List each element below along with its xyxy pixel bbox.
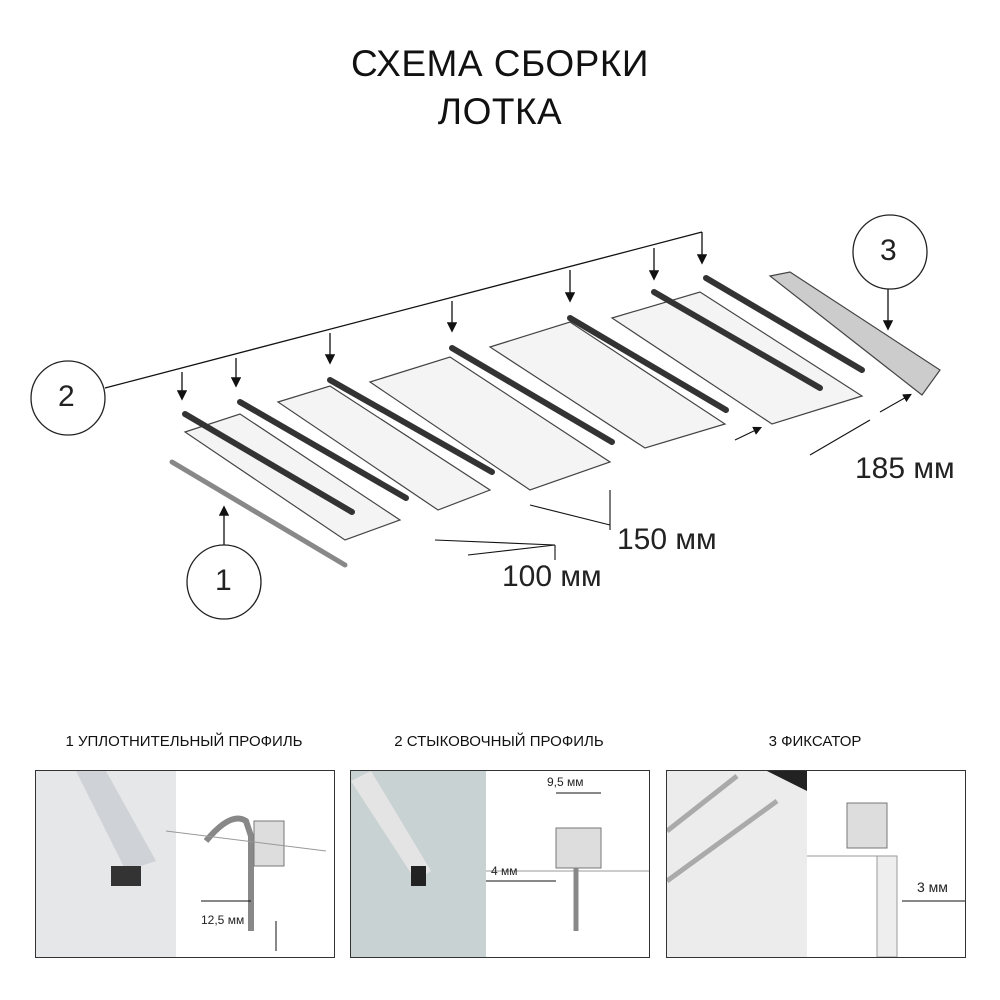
assembly-diagram (30, 214, 941, 620)
caption-joining-profile: 2 СТЫКОВОЧНЫЙ ПРОФИЛЬ (394, 733, 604, 750)
dimension-150: 150 мм (617, 523, 717, 556)
measure-9-5: 9,5 мм (547, 775, 584, 789)
measure-4: 4 мм (491, 864, 518, 878)
callout-3-label: 3 (880, 234, 897, 267)
tray-4 (488, 321, 727, 449)
callout-2-label: 2 (58, 380, 75, 413)
callout-3 (852, 214, 928, 290)
callout-1 (186, 544, 262, 620)
tray-3 (368, 356, 612, 491)
callout-1-label: 1 (215, 564, 232, 597)
panel-sealing-profile: 12,5 мм (35, 770, 335, 958)
measure-3: 3 мм (917, 879, 948, 895)
fixator-plate (768, 271, 941, 396)
dimension-185: 185 мм (855, 452, 955, 485)
trays (183, 271, 941, 541)
callout-2 (30, 360, 106, 436)
dimension-100: 100 мм (502, 560, 602, 593)
caption-fixator: 3 ФИКСАТОР (768, 733, 862, 750)
measure-12-5: 12,5 мм (201, 913, 245, 927)
title-line-1: СХЕМА СБОРКИ (351, 43, 649, 84)
panel-fixator: 3 мм (666, 770, 966, 958)
title-line-2: ЛОТКА (437, 91, 563, 132)
panel-joining-profile: 9,5 мм 4 мм (350, 770, 650, 958)
tray-2 (276, 385, 492, 511)
caption-sealing-profile: 1 УПЛОТНИТЕЛЬНЫЙ ПРОФИЛЬ (65, 733, 303, 750)
